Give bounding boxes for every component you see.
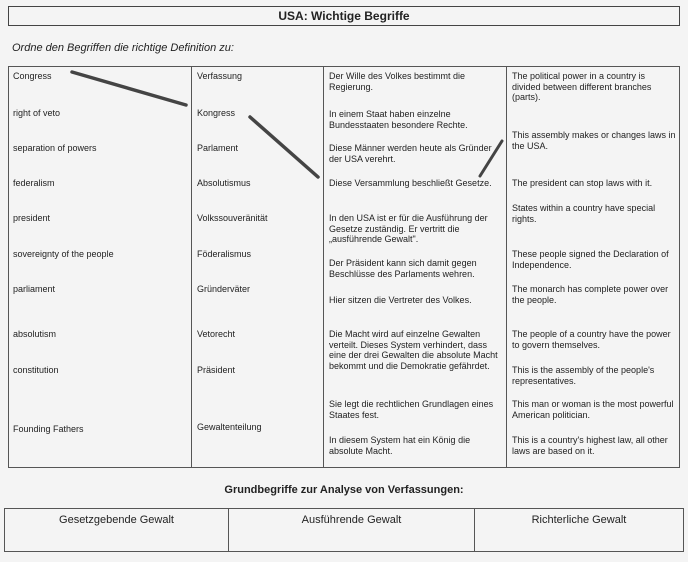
column-divider [191,67,192,467]
definition-en[interactable]: This is a country's highest law, all oth… [512,435,668,456]
instruction-text: Ordne den Begriffen die richtige Definit… [12,42,234,54]
definition-de[interactable]: Diese Versammlung beschließt Gesetze. [329,178,492,188]
term-de[interactable]: Föderalismus [197,249,252,259]
powers-table: Gesetzgebende Gewalt Ausführende Gewalt … [4,508,684,552]
term-en[interactable]: federalism [13,178,55,188]
term-de[interactable]: Gewaltenteilung [197,422,262,432]
term-en[interactable]: parliament [13,284,56,294]
definition-en[interactable]: The people of a country have the power t… [512,329,671,350]
definition-en[interactable]: This assembly makes or changes laws in t… [512,130,676,151]
definition-en[interactable]: This is the assembly of the people's rep… [512,365,655,386]
term-en[interactable]: absolutism [13,329,57,339]
definition-en[interactable]: The monarch has complete power over the … [512,284,669,305]
definition-en[interactable]: This man or woman is the most powerful A… [512,399,674,420]
header-judicial: Richterliche Gewalt [531,514,627,526]
worksheet-title: USA: Wichtige Begriffe [8,6,680,26]
definition-de[interactable]: In diesem System hat ein König die absol… [329,435,471,456]
term-de[interactable]: Volkssouveränität [197,213,268,223]
section-heading: Grundbegriffe zur Analyse von Verfassung… [224,484,464,496]
definition-en[interactable]: The political power in a country is divi… [512,71,652,102]
column-definitions-en: The political power in a country is divi… [512,67,676,467]
definition-de[interactable]: Diese Männer werden heute als Gründer de… [329,143,492,164]
term-en[interactable]: Founding Fathers [13,424,84,434]
definition-en[interactable]: The president can stop laws with it. [512,178,653,188]
definition-de[interactable]: Hier sitzen die Vertreter des Volkes. [329,295,472,305]
definition-de[interactable]: Der Wille des Volkes bestimmt die Regier… [329,71,466,92]
term-en[interactable]: right of veto [13,108,61,118]
term-de[interactable]: Vetorecht [197,329,236,339]
column-definitions-de: Der Wille des Volkes bestimmt die Regier… [329,67,501,467]
term-de[interactable]: Absolutismus [197,178,251,188]
definition-de[interactable]: Der Präsident kann sich damit gegen Besc… [329,258,477,279]
term-en[interactable]: Congress [13,71,52,81]
term-en[interactable]: separation of powers [13,143,97,153]
definition-en[interactable]: States within a country have special rig… [512,203,656,224]
term-en[interactable]: sovereignty of the people [13,249,114,259]
definition-de[interactable]: In den USA ist er für die Ausführung der… [329,213,488,244]
term-de[interactable]: Parlament [197,143,239,153]
column-terms-de: Verfassung Kongress Parlament Absolutism… [197,67,319,467]
definition-en[interactable]: These people signed the Declaration of I… [512,249,669,270]
column-divider [323,67,324,467]
term-de[interactable]: Verfassung [197,71,243,81]
term-de[interactable]: Kongress [197,108,236,118]
column-terms-en: Congress right of veto separation of pow… [13,67,187,467]
term-de[interactable]: Gründerväter [197,284,251,294]
header-executive: Ausführende Gewalt [229,509,475,551]
definition-de[interactable]: Die Macht wird auf einzelne Gewalten ver… [329,329,498,371]
term-de[interactable]: Präsident [197,365,236,375]
definition-de[interactable]: In einem Staat haben einzelne Bundesstaa… [329,109,468,130]
header-legislative: Gesetzgebende Gewalt [5,509,229,551]
definition-de[interactable]: Sie legt die rechtlichen Grundlagen eine… [329,399,494,420]
column-divider [506,67,507,467]
matching-grid: Congress right of veto separation of pow… [8,66,680,468]
term-en[interactable]: constitution [13,365,59,375]
term-en[interactable]: president [13,213,51,223]
